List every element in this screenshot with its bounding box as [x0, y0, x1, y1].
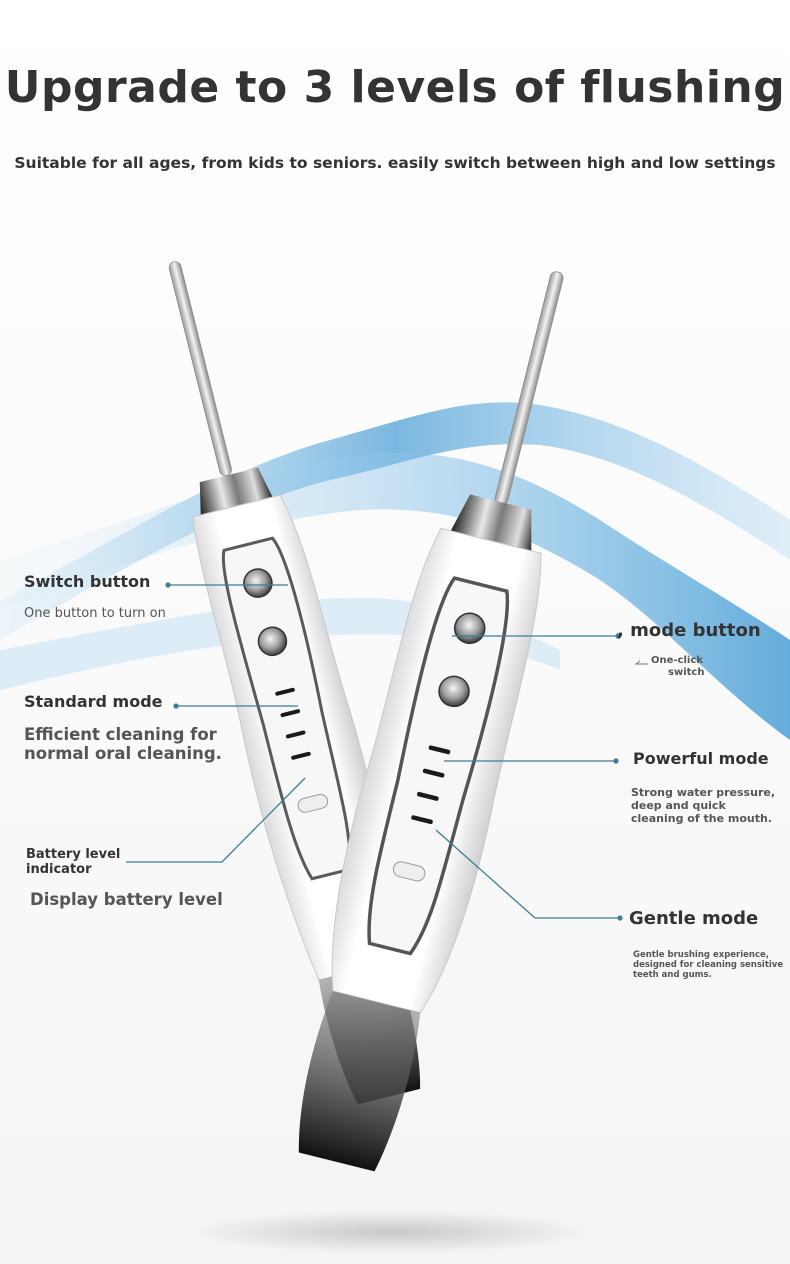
gentle-mode-desc-1: Gentle brushing experience,: [633, 950, 769, 960]
flosser-front: [298, 271, 564, 1172]
powerful-mode-desc-1: Strong water pressure,: [631, 786, 776, 799]
leader-gentle-mode: [435, 829, 620, 919]
mode-button-back: [257, 626, 288, 657]
gentle-mode-title: Gentle mode: [629, 908, 759, 929]
standard-mode-desc-2: normal oral cleaning.: [24, 744, 222, 763]
powerful-mode-desc-3: cleaning of the mouth.: [631, 812, 772, 825]
standard-mode-title: Standard mode: [24, 692, 163, 711]
leader-dots: [165, 582, 623, 921]
page-title: Upgrade to 3 levels of flushing: [4, 62, 786, 113]
mode-button-front: [438, 675, 470, 708]
tank-front: [298, 990, 421, 1172]
led-front-3: [417, 791, 439, 801]
gentle-mode-desc-2: designed for cleaning sensitive: [633, 960, 784, 970]
charge-port-back: [297, 793, 329, 813]
powerful-mode-title: Powerful mode: [633, 749, 769, 768]
powerful-mode-desc-2: deep and quick: [631, 799, 726, 812]
switch-button-desc: One button to turn on: [24, 606, 166, 621]
battery-level-title-1: Battery level: [26, 847, 121, 862]
panel-front: [367, 576, 510, 956]
led-front-2: [422, 768, 445, 778]
led-front-4: [411, 815, 433, 825]
nozzle-back: [168, 261, 232, 476]
led-back-3: [285, 730, 306, 739]
mode-button-desc-1: One-click: [651, 655, 703, 666]
page-subtitle: Suitable for all ages, from kids to seni…: [14, 154, 776, 172]
floor-shadow: [190, 1210, 590, 1254]
charge-port-front: [392, 861, 426, 882]
nozzle-collar-front: [450, 494, 532, 551]
nozzle-collar-back: [199, 467, 273, 515]
nozzle-front: [494, 271, 564, 506]
battery-level-desc: Display battery level: [30, 890, 223, 909]
mode-button-desc-2: switch: [668, 667, 705, 678]
gentle-mode-desc-3: teeth and gums.: [633, 970, 712, 980]
battery-level-title-2: indicator: [26, 862, 92, 877]
leader-battery-level: [126, 777, 306, 863]
led-front-1: [428, 745, 451, 755]
switch-button-title: Switch button: [24, 572, 151, 591]
mode-arrow-icon: [634, 660, 648, 665]
mode-button-title: , mode button: [617, 620, 761, 641]
led-back-1: [275, 687, 295, 696]
leader-lines: [126, 584, 620, 919]
standard-mode-desc-1: Efficient cleaning for: [24, 725, 217, 744]
power-button-back: [243, 568, 273, 598]
led-back-2: [280, 709, 301, 718]
led-back-4: [291, 751, 311, 760]
